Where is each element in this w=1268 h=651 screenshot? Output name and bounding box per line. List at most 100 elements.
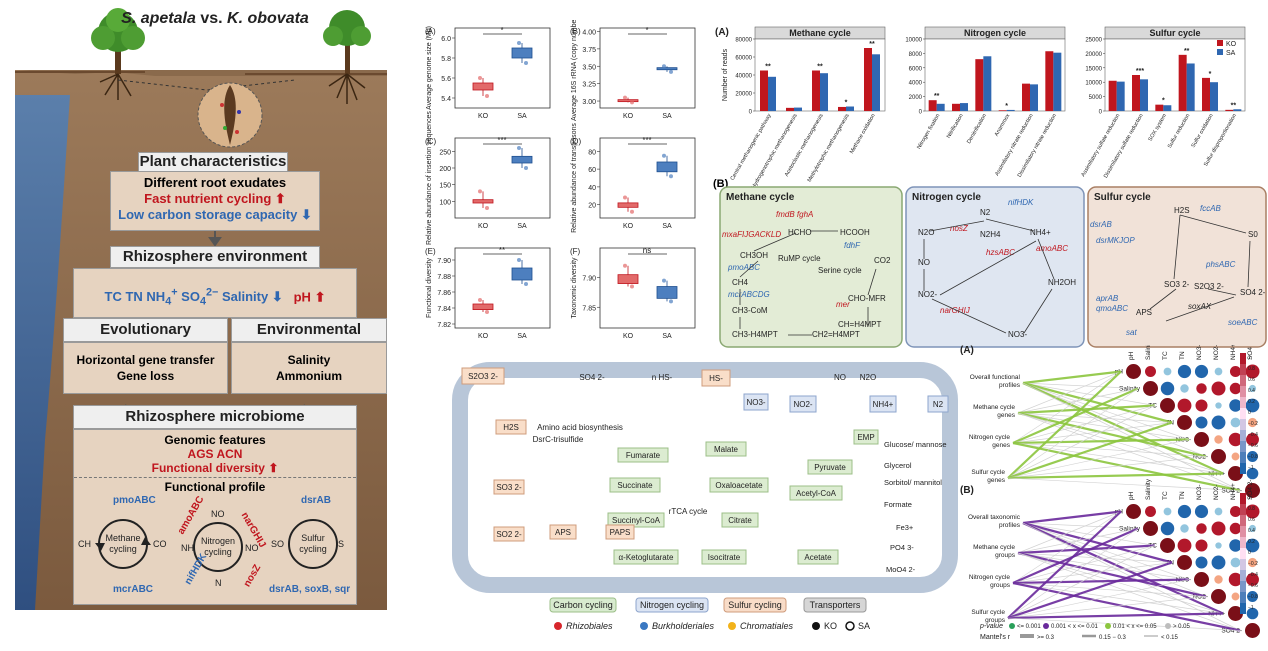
bar-panel-label: (A)	[715, 27, 729, 38]
sat-gene: sat	[1126, 328, 1137, 337]
evolutionary-processes-body: Horizontal gene transfer Gene loss	[63, 342, 228, 394]
mantel-edge	[1007, 405, 1156, 479]
bar-chart-frame	[924, 38, 1066, 112]
transport-sorbitol: Sorbitol/ mannitol	[884, 478, 942, 487]
scale-swatch	[1240, 397, 1246, 408]
sig-label: *	[1005, 103, 1008, 110]
correlation-cell	[1245, 483, 1260, 498]
cell-pathway-diagram: Fumarate Malate Succinate Oxaloacetate r…	[452, 362, 958, 631]
mantel-edge	[1012, 438, 1190, 445]
scale-swatch	[1240, 603, 1246, 614]
y-tick-label: 5000	[1089, 95, 1103, 101]
correlation-cell	[1215, 542, 1222, 549]
data-point	[662, 153, 666, 158]
var-col-label: NO2-	[1213, 484, 1220, 500]
mantel-edge	[1017, 511, 1122, 554]
fumarate-node: Fumarate	[626, 451, 661, 460]
var-row-label: SO4 2-	[1221, 488, 1242, 495]
vs-label: vs.	[200, 10, 223, 27]
profile-label: Sulfur cycle	[971, 469, 1005, 476]
y-tick-label: 3.25	[582, 82, 596, 89]
ko-bar	[998, 110, 1007, 111]
paps-node: PAPS	[610, 528, 631, 537]
sa-bar	[768, 76, 776, 111]
y-tick-label: 7.84	[437, 306, 451, 313]
ko-bar	[1132, 75, 1140, 111]
data-point	[517, 41, 521, 45]
correlation-cell	[1145, 506, 1156, 517]
profile-label: Sulfur cycle	[971, 609, 1005, 616]
profile-label: Methane cycle	[973, 404, 1015, 411]
pvalue-title: p-value	[979, 623, 1003, 630]
aps-node: APS	[1136, 308, 1152, 317]
legend-rhizobiales: Rhizobiales	[566, 621, 613, 631]
y-tick-label: 150	[439, 183, 451, 190]
scale-label: −0.8	[1248, 454, 1258, 460]
y-tick-label: 20	[588, 203, 596, 210]
functional-profile-text: Functional profile	[74, 477, 356, 494]
boxplot-frame	[454, 27, 551, 109]
correlation-cell	[1246, 607, 1259, 620]
n2-cell-node: N2	[933, 400, 944, 409]
no2-label: NO	[245, 543, 259, 553]
var-row-label: SO4 2-	[1221, 628, 1242, 635]
sulfur-cycling-label: cycling	[299, 544, 327, 554]
scale-swatch	[1240, 419, 1246, 430]
mantel-edge	[1007, 561, 1173, 620]
data-point	[662, 64, 666, 69]
mantel-edge	[1007, 510, 1122, 619]
data-point	[524, 61, 528, 65]
h2s-cell-node: H2S	[503, 423, 519, 432]
sa-bar	[960, 103, 968, 111]
ko-bar	[975, 59, 984, 111]
data-point	[623, 95, 627, 100]
legend-sulfur: Sulfur cycling	[728, 600, 782, 610]
data-point	[669, 174, 673, 179]
scale-label: 0	[1248, 550, 1251, 556]
boxplot-frame	[454, 247, 551, 329]
rhizosphere-environment-header: Rhizosphere environment	[110, 246, 320, 268]
no3-node: NO3-	[1008, 330, 1027, 339]
rump-node: RuMP cycle	[778, 254, 821, 263]
s2o3-cell-node: S2O3 2-	[468, 372, 498, 381]
scale-label: −1	[1248, 605, 1254, 611]
correlation-cell	[1248, 384, 1257, 393]
scale-swatch	[1240, 537, 1246, 548]
pmo-gene: pmoABC	[727, 263, 760, 272]
ko-bar	[812, 70, 820, 111]
no3-label: NO	[211, 509, 225, 519]
mantel-edge	[1017, 412, 1224, 474]
mantel-edge	[1017, 404, 1156, 415]
nh-sub: 4	[165, 295, 172, 308]
correlation-cell	[1211, 521, 1226, 536]
bar-chart-title: Methane cycle	[789, 28, 851, 38]
var-row-label: Salinity	[1119, 386, 1141, 393]
correlation-cell	[1247, 557, 1258, 568]
sa-bar	[820, 73, 828, 111]
scale-label: 0.2	[1248, 399, 1255, 405]
correlation-cell	[1214, 435, 1223, 444]
category-label: Anammox	[994, 113, 1012, 138]
x-tick-label: SA	[517, 223, 527, 230]
mantel-edge	[1022, 521, 1173, 564]
scale-swatch	[1240, 548, 1246, 559]
sa-bar	[1186, 63, 1195, 111]
boxplot-id: (D)	[570, 137, 581, 146]
correlation-cell	[1163, 367, 1172, 376]
mantel-edge	[1022, 522, 1156, 546]
scale-swatch	[1240, 515, 1246, 526]
pvalue-label: 0.001 < x <= 0.01	[1051, 624, 1099, 630]
scale-swatch	[1240, 408, 1246, 419]
nhs-node: n HS-	[652, 373, 673, 382]
scale-label: 1	[1248, 495, 1251, 501]
isocitrate-node: Isocitrate	[708, 553, 741, 562]
nh4-label: NH	[181, 543, 194, 553]
correlation-cell	[1229, 539, 1242, 552]
sa-bar	[872, 54, 880, 111]
scale-label: −0.2	[1248, 561, 1258, 567]
correlation-cell	[1177, 555, 1192, 570]
var-col-label: NO2-	[1213, 345, 1220, 360]
ko-bar	[864, 48, 872, 111]
sig-label: **	[934, 93, 940, 100]
mantel-edge	[1007, 370, 1122, 479]
